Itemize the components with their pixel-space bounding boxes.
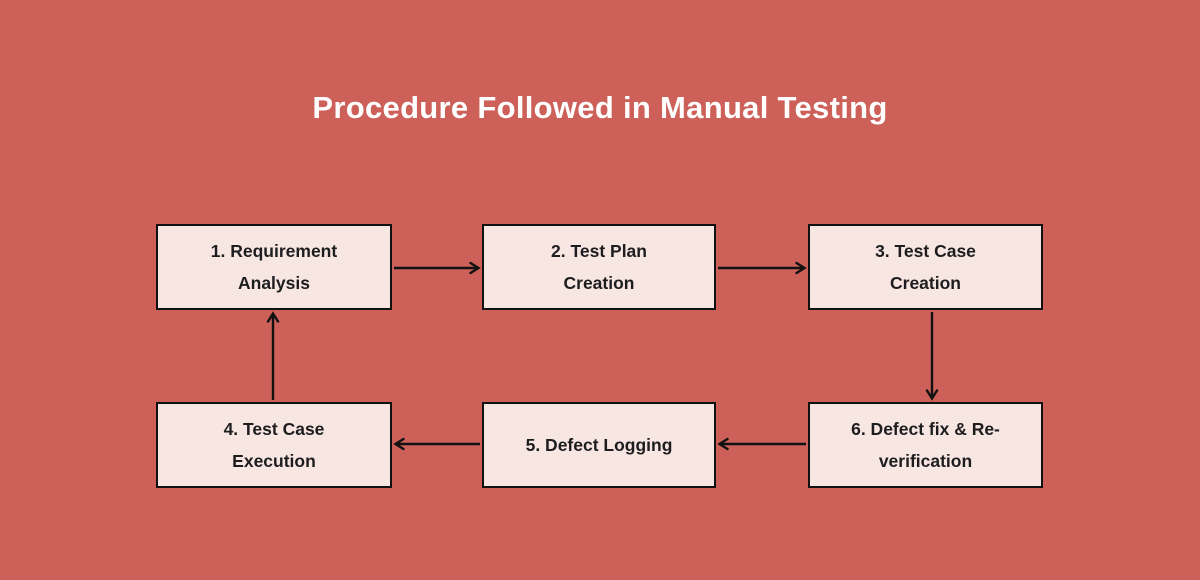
step-box-requirement-analysis: 1. Requirement Analysis [156, 224, 392, 310]
step-box-defect-logging: 5. Defect Logging [482, 402, 716, 488]
step-label-line: 1. Requirement [210, 241, 338, 261]
step-label-line: Creation [563, 273, 635, 293]
step-label-line: 3. Test Case [875, 241, 976, 261]
step-label-line: 2. Test Plan [551, 241, 647, 261]
step-label-line: Execution [232, 451, 316, 471]
step-box-test-plan-creation: 2. Test Plan Creation [482, 224, 716, 310]
step-box-test-case-creation: 3. Test Case Creation [808, 224, 1043, 310]
step-label-line: 5. Defect Logging [525, 435, 673, 455]
diagram-title: Procedure Followed in Manual Testing [312, 90, 888, 125]
step-label-line: Analysis [238, 273, 310, 293]
step-label-line: 6. Defect fix & Re- [851, 419, 1000, 439]
step-label-line: 4. Test Case [223, 419, 325, 439]
step-box-defect-fix-reverification: 6. Defect fix & Re- verification [808, 402, 1043, 488]
step-label-line: verification [878, 451, 973, 471]
step-box-test-case-execution: 4. Test Case Execution [156, 402, 392, 488]
step-label-line: Creation [890, 273, 961, 293]
